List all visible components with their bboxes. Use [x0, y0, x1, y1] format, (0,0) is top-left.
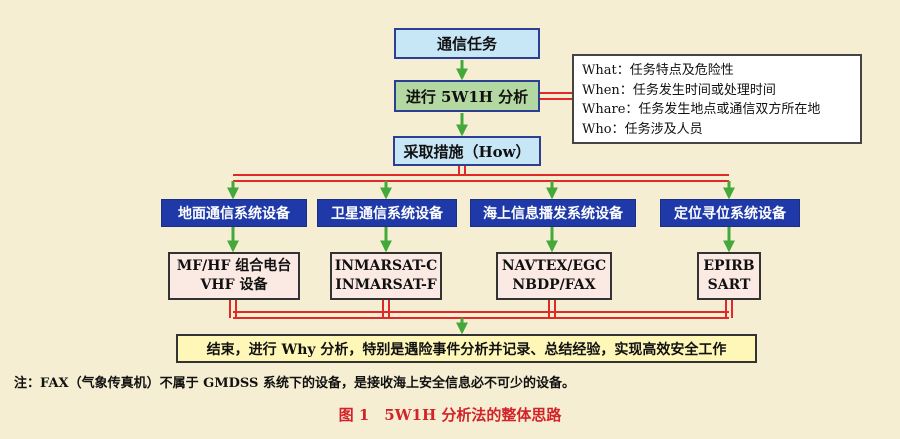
note-key: Who：: [582, 121, 625, 137]
note-row-where: Whare：任务发生地点或通信双方所在地: [582, 100, 852, 120]
device-line: INMARSAT-F: [335, 277, 437, 293]
5w1h-note-box: What：任务特点及危险性 When：任务发生时间或处理时间 Whare：任务发…: [572, 54, 862, 144]
device-line: MF/HF 组合电台: [176, 258, 292, 274]
device-line: SART: [707, 277, 751, 293]
device-line: NBDP/FAX: [512, 277, 596, 293]
category-satellite-comm: 卫星通信系统设备: [317, 199, 457, 227]
note-text: 任务特点及危险性: [629, 63, 734, 78]
note-row-when: When：任务发生时间或处理时间: [582, 81, 852, 101]
device-box-positioning: EPIRB SART: [697, 252, 761, 300]
device-box-ground: MF/HF 组合电台 VHF 设备: [168, 252, 300, 300]
note-key: What：: [582, 63, 630, 78]
device-box-satellite: INMARSAT-C INMARSAT-F: [330, 252, 442, 300]
note-text: 任务涉及人员: [624, 121, 703, 137]
figure-caption: 图 1 5W1H 分析法的整体思路: [338, 406, 562, 424]
device-line: VHF 设备: [200, 277, 268, 293]
device-line: NAVTEX/EGC: [501, 258, 607, 274]
device-line: EPIRB: [703, 258, 755, 274]
note-key: Whare：: [582, 102, 639, 117]
analysis-node: 进行 5W1H 分析: [394, 80, 540, 112]
measures-node: 采取措施（How）: [393, 136, 541, 166]
task-node: 通信任务: [394, 28, 540, 59]
note-text: 任务发生时间或处理时间: [632, 82, 776, 98]
device-line: INMARSAT-C: [334, 258, 438, 274]
conclusion-node: 结束，进行 Why 分析，特别是遇险事件分析并记录、总结经验，实现高效安全工作: [176, 334, 757, 363]
category-maritime-broadcast: 海上信息播发系统设备: [470, 199, 636, 227]
category-positioning: 定位寻位系统设备: [660, 199, 800, 227]
device-box-broadcast: NAVTEX/EGC NBDP/FAX: [496, 252, 612, 300]
category-ground-comm: 地面通信系统设备: [161, 199, 307, 227]
note-row-who: Who：任务涉及人员: [582, 120, 852, 140]
note-key: When：: [582, 82, 633, 98]
note-text: 任务发生地点或通信双方所在地: [638, 102, 821, 117]
note-row-what: What：任务特点及危险性: [582, 61, 852, 81]
footnote: 注：FAX（气象传真机）不属于 GMDSS 系统下的设备，是接收海上安全信息必不…: [14, 376, 575, 391]
